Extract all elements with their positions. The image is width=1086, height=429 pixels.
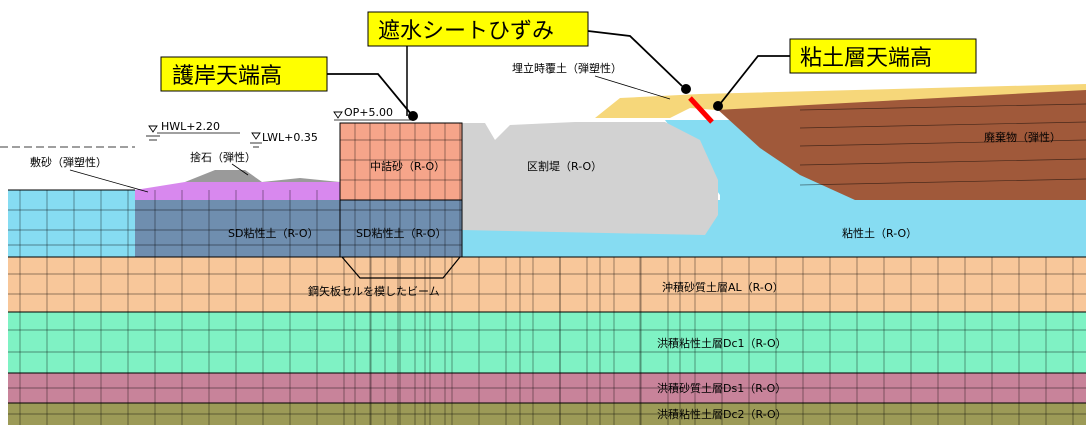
callout-clay-top: 粘土層天端高 — [713, 38, 977, 111]
label-nakazume: 中詰砂（R-O） — [370, 159, 445, 173]
layer-dc1 — [8, 312, 1086, 373]
label-dc1: 洪積粘性土層Dc1（R-O） — [657, 336, 787, 350]
level-op-label: OP+5.00 — [344, 106, 393, 119]
callout-sheet-strain: 遮水シートひずみ — [367, 11, 691, 116]
layer-nakazume — [340, 123, 462, 200]
label-suteishi: 捨石（弾性） — [190, 150, 256, 164]
label-kukakutei: 区割堤（R-O） — [527, 159, 602, 173]
label-shikizuna: 敷砂（弾塑性） — [30, 155, 107, 169]
layer-alluvial-sand — [8, 257, 1086, 312]
level-hwl: HWL+2.20 — [146, 120, 240, 141]
beam-bracket — [341, 256, 461, 279]
layer-suteishi — [185, 170, 262, 182]
level-lwl: LWL+0.35 — [250, 131, 318, 148]
level-hwl-label: HWL+2.20 — [161, 120, 220, 133]
label-umetate: 埋立時覆土（弾塑性） — [512, 61, 622, 75]
level-op: OP+5.00 — [333, 106, 412, 121]
layer-sd-clay-left — [135, 200, 340, 257]
label-sd-left: SD粘性土（R-O） — [228, 226, 319, 240]
label-nensei: 粘性土（R-O） — [842, 226, 917, 240]
label-sd-mid: SD粘性土（R-O） — [356, 226, 447, 240]
callout-revetment-top-text: 護岸天端高 — [172, 64, 282, 89]
label-ds1: 洪積砂質土層Ds1（R-O） — [657, 381, 786, 395]
layer-levee — [462, 122, 718, 235]
sheet-strain-marker — [688, 96, 714, 124]
mesh-grid — [8, 103, 1086, 425]
callout-clay-top-text: 粘土層天端高 — [800, 46, 932, 71]
label-beam: 鋼矢板セルを模したビーム — [308, 284, 440, 298]
label-al: 沖積砂質土層AL（R-O） — [662, 280, 784, 294]
label-dc2: 洪積粘性土層Dc2（R-O） — [657, 407, 787, 421]
level-lwl-label: LWL+0.35 — [262, 131, 318, 144]
callout-sheet-strain-text: 遮水シートひずみ — [378, 19, 554, 44]
layer-sd-clay-mid — [340, 200, 462, 257]
layer-shikizuna — [135, 182, 340, 200]
callout-revetment-top: 護岸天端高 — [160, 56, 418, 121]
label-haikibutsu: 廃棄物（弾性） — [984, 130, 1061, 144]
outlines — [8, 122, 1086, 404]
suteishi-right — [262, 178, 340, 182]
